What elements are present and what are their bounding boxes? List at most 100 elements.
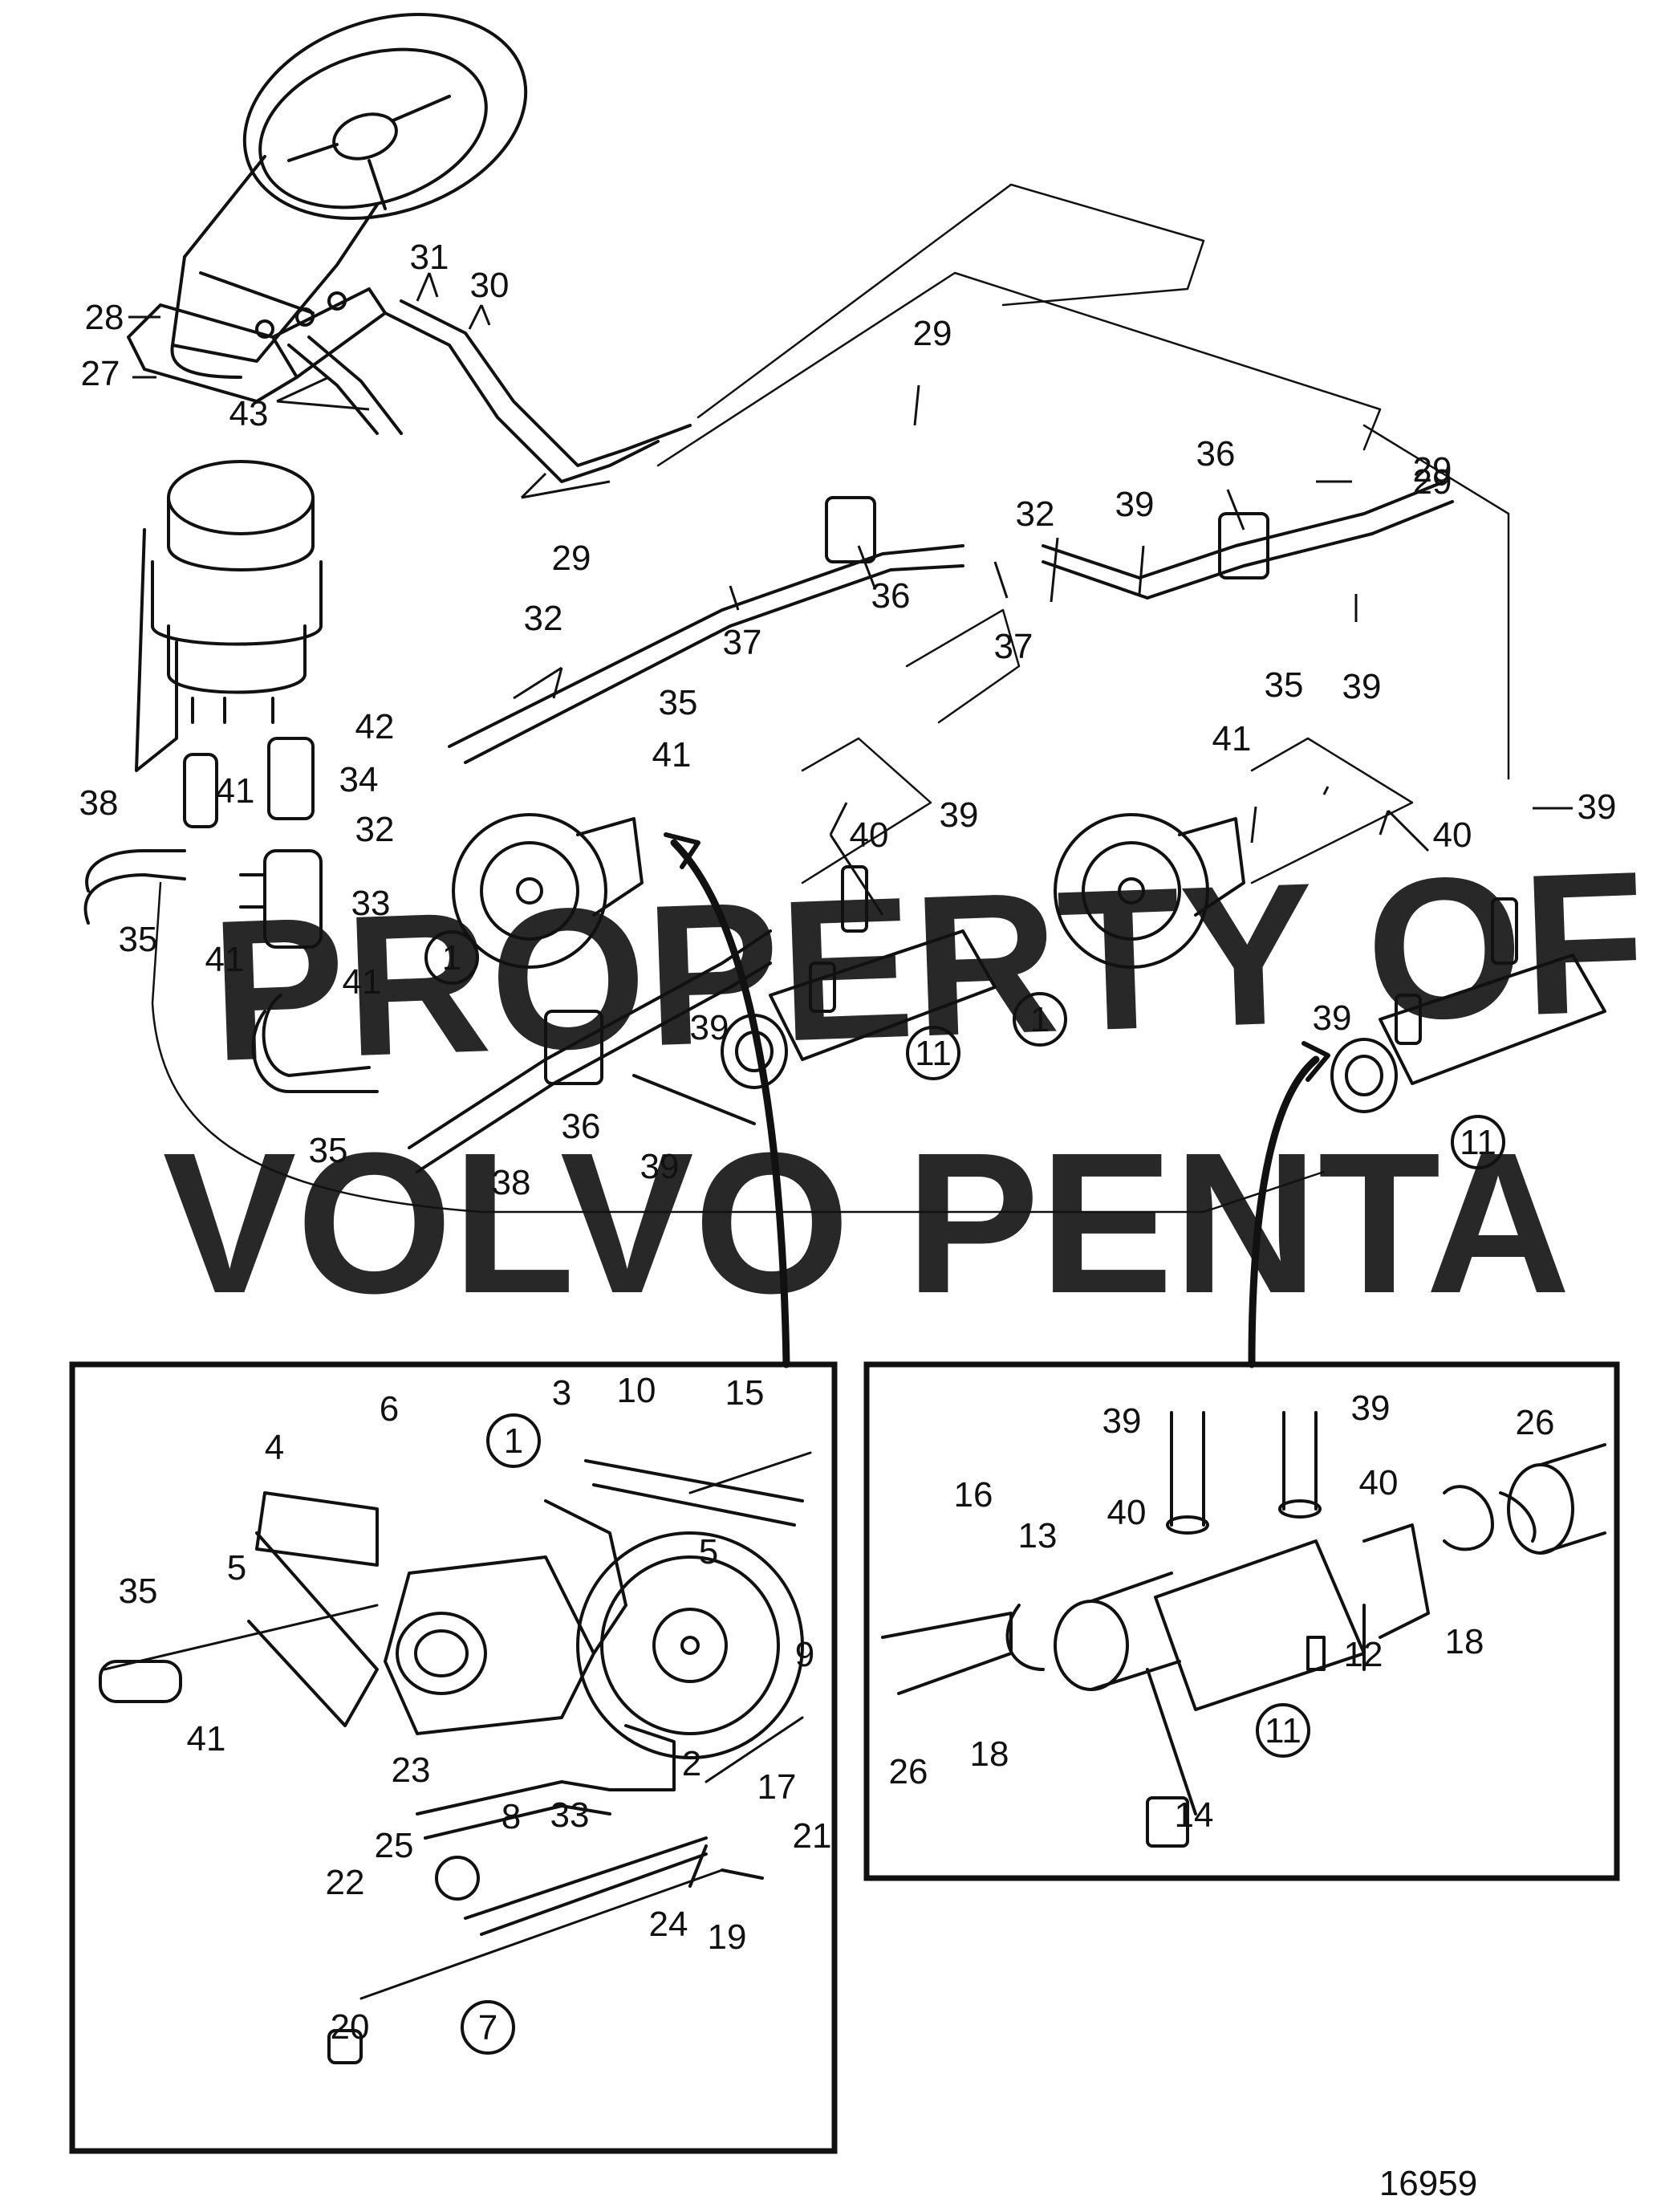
callouts-pump-detail: 6 3 10 15 1 4 5 5 35 41 9 23 33 2 17 8 2…: [119, 1371, 832, 2047]
callout-24: 24: [649, 1905, 688, 1944]
callout-35-b: 35: [659, 683, 698, 722]
leader-lines: [128, 272, 1573, 916]
callout-28: 28: [85, 298, 124, 337]
callout-42: 42: [355, 707, 395, 746]
callout-5-b: 5: [699, 1532, 718, 1572]
callout-40-a: 40: [850, 815, 889, 855]
callout-36-b: 36: [1196, 434, 1236, 474]
main-drawing: [83, 13, 1606, 1368]
tee-upper-left-icon: [825, 496, 876, 563]
callout-1-b: 1: [1030, 1000, 1050, 1039]
callout-4: 4: [265, 1428, 284, 1467]
callout-32-a: 32: [524, 599, 563, 638]
callout-3: 3: [552, 1373, 571, 1413]
callout-35-c: 35: [309, 1131, 348, 1170]
callout-37-b: 37: [994, 627, 1033, 666]
callout-27: 27: [81, 354, 120, 393]
callout-35-e: 35: [119, 1572, 158, 1611]
callout-39-g: 39: [1578, 787, 1617, 827]
callout-1-c: 1: [504, 1421, 523, 1461]
callout-11-b: 11: [1460, 1123, 1496, 1162]
callout-37-a: 37: [723, 623, 762, 662]
arrow-to-cooler-detail: [1248, 1055, 1320, 1368]
callout-29-c: 29: [1413, 462, 1452, 502]
hose-upper-right: [1042, 480, 1446, 579]
pump-detail-drawing: [99, 1451, 812, 2064]
callout-11-a: 11: [915, 1034, 952, 1073]
callout-41-c: 41: [343, 962, 382, 1002]
cooler-right-icon: [1330, 897, 1606, 1113]
callout-36-c: 36: [562, 1107, 601, 1146]
helm-pump-icon: [127, 287, 387, 403]
callout-41-b: 41: [205, 940, 245, 979]
callout-29-d: 29: [1413, 450, 1452, 490]
steering-wheel-icon: [170, 13, 528, 379]
callout-9: 9: [795, 1635, 814, 1674]
callout-39-h: 39: [1102, 1401, 1142, 1441]
t-connector-icon: [83, 737, 379, 1093]
callout-1-a: 1: [442, 938, 461, 978]
callout-41-f: 41: [187, 1719, 226, 1759]
reservoir-icon: [135, 460, 323, 772]
callout-43: 43: [229, 394, 269, 433]
callout-40-b: 40: [1433, 815, 1472, 855]
callout-26-b: 26: [889, 1752, 928, 1791]
callout-6: 6: [380, 1389, 399, 1429]
callout-40-d: 40: [1359, 1463, 1399, 1502]
callout-2: 2: [682, 1744, 701, 1783]
callout-33: 33: [351, 884, 391, 923]
arrow-to-pump-detail: [670, 839, 790, 1368]
callout-40-c: 40: [1107, 1493, 1147, 1532]
routing-lines: [151, 183, 1510, 1214]
callout-11-c: 11: [1265, 1711, 1301, 1750]
hose-helm-right: [384, 311, 660, 483]
watermark-line-2: VOLVO PENTA: [163, 1111, 1571, 1335]
callout-32-c: 32: [355, 810, 395, 849]
callout-19: 19: [708, 1917, 747, 1957]
callout-circles: [424, 930, 1505, 2055]
tee-lower-icon: [544, 1010, 603, 1085]
pump-left-icon: [452, 813, 644, 969]
callout-20: 20: [331, 2007, 370, 2047]
callout-30: 30: [470, 266, 510, 305]
callout-39-a: 39: [1115, 485, 1155, 524]
callout-35-a: 35: [119, 920, 158, 959]
pump-detail-box: [69, 1361, 838, 2154]
figure-number: 16959: [1379, 2164, 1477, 2203]
callouts-main: 28 31 30 43 27 29 29 29 32 37 36 37 32 3…: [79, 238, 1617, 1202]
hose-helm-left: [287, 344, 379, 435]
hose-lower: [408, 929, 772, 1149]
callout-36-a: 36: [871, 576, 911, 616]
callout-41-a: 41: [216, 771, 255, 811]
callout-29-a: 29: [913, 314, 952, 353]
callout-33-b: 33: [550, 1795, 590, 1835]
callout-39-e: 39: [640, 1147, 680, 1186]
callout-39-d: 39: [690, 1008, 729, 1047]
tee-upper-right-icon: [1218, 512, 1269, 579]
callout-12: 12: [1344, 1635, 1383, 1674]
callout-32-b: 32: [1016, 494, 1055, 534]
callout-39-c: 39: [940, 795, 979, 835]
callout-10: 10: [617, 1371, 656, 1410]
callout-14: 14: [1175, 1795, 1214, 1835]
cooler-detail-drawing: [881, 1411, 1606, 1848]
callout-15: 15: [725, 1373, 765, 1413]
callout-41-d: 41: [652, 735, 692, 775]
callout-8: 8: [501, 1797, 521, 1836]
callout-39-b: 39: [1342, 667, 1382, 706]
callout-5-a: 5: [227, 1548, 246, 1588]
callout-38-a: 38: [79, 783, 119, 823]
callout-21: 21: [793, 1816, 832, 1856]
callouts-cooler-detail: 39 39 26 16 40 40 13 18 12 26 18 11 14: [889, 1389, 1555, 1835]
callout-22: 22: [326, 1863, 365, 1902]
callout-18-a: 18: [1445, 1622, 1484, 1661]
callout-38-b: 38: [492, 1163, 531, 1202]
callout-23: 23: [392, 1750, 431, 1790]
callout-29-b: 29: [552, 539, 591, 578]
callout-7: 7: [478, 2008, 497, 2047]
callout-18-b: 18: [970, 1734, 1009, 1774]
callout-35-d: 35: [1265, 665, 1304, 705]
callout-13: 13: [1018, 1516, 1058, 1555]
pump-right-icon: [1054, 813, 1245, 969]
